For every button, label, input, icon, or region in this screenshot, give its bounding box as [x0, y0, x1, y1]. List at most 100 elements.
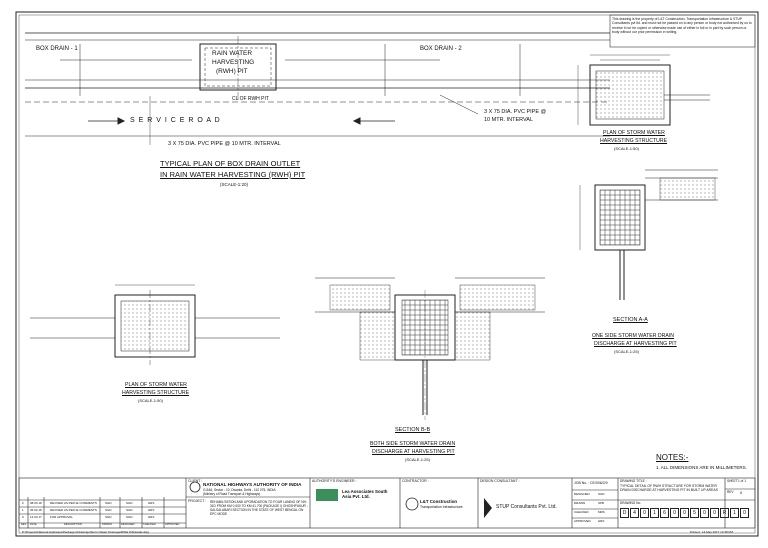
left-plan-scale: (SCALE-1:50): [138, 398, 163, 403]
section-aa-caption-2: DISCHARGE AT HARVESTING PIT: [594, 341, 677, 347]
pipe-note-right-2: 10 MTR. INTERVAL: [484, 117, 534, 123]
rev-row-date: 14.03.17: [30, 515, 42, 519]
top-plan-title-2: IN RAIN WATER HARVESTING (RWH) PIT: [160, 170, 306, 179]
footer-date: Printed : 14 May 2017 12:38 PM: [690, 530, 734, 534]
rev-row-app: HRS: [148, 501, 155, 505]
sign-designed-name: SGD: [598, 492, 605, 496]
section-bb-drawing: [315, 277, 545, 420]
contractor-name: L&T Construction: [420, 499, 458, 504]
rev-header: DRAWN: [102, 523, 112, 526]
drg-no-box: 0: [670, 508, 679, 518]
section-bb-caption-1: BOTH SIDE STORM WATER DRAIN: [370, 441, 456, 447]
right-plan-caption-1: PLAN OF STORM WATER: [603, 130, 665, 136]
drg-no-box: 0: [640, 508, 649, 518]
footer-path: P:\Projects\National Highways\Package I\…: [22, 530, 149, 534]
rev-row-desc: REVISED AS PER IE COMMENTS: [50, 508, 97, 512]
top-plan-title-1: TYPICAL PLAN OF BOX DRAIN OUTLET: [160, 159, 301, 168]
client-ministry: (Ministry of Road Transport & Highways): [203, 492, 261, 496]
rev-row-by: SGD: [105, 515, 112, 519]
left-plan-drawing: [30, 284, 280, 365]
rev-label: REV: [727, 490, 734, 494]
rev-header: DESCRIPTION: [64, 523, 82, 526]
job-no-label: JOB No. :: [574, 481, 590, 485]
notes-item: 1. ALL DIMENSIONS ARE IN MILLIMETERS.: [656, 465, 747, 470]
rwh-pit-label-1: RAIN WATER: [212, 50, 253, 57]
drg-no-box: 0: [700, 508, 709, 518]
section-bb-title: SECTION B-B: [395, 427, 431, 433]
notes-heading: NOTES:-: [656, 453, 689, 462]
stup-logo-icon: [484, 498, 492, 518]
drg-no-box: 5: [690, 508, 699, 518]
design-consultant-label: DESIGN CONSULTANT :: [480, 479, 520, 483]
rwh-pit-label-3: (RWH) PIT: [216, 68, 248, 75]
rev-row-by: SGD: [105, 508, 112, 512]
rev-row-app: HRS: [148, 515, 155, 519]
top-plan-scale: (SCALE-1:20): [220, 182, 249, 187]
rwh-pit-cl-label: CL OF RWH PIT: [232, 96, 269, 102]
drawing-number-boxes: D 4 0 1 6 0 0 5 0 0 R 1 0: [620, 508, 749, 518]
rev-row-rev: 2: [22, 501, 24, 505]
client-label: CLIENT :: [188, 479, 203, 483]
client-name: NATIONAL HIGHWAYS AUTHORITY OF INDIA: [203, 482, 302, 487]
rev-row-app: HRS: [148, 508, 155, 512]
rev-row-date: 08.03.18: [30, 501, 42, 505]
drg-no-box: 6: [660, 508, 669, 518]
authority-engineer-label: AUTHORITY'S ENGINEER :: [312, 479, 357, 483]
section-bb-scale: (SCALE-1:25): [405, 457, 430, 462]
lea-logo-icon: [316, 489, 338, 501]
drg-no-box: 4: [630, 508, 639, 518]
rev-header: CHECKED: [143, 523, 156, 526]
drawing-title-label: DRAWING TITLE :: [620, 479, 647, 483]
rev-header: DESIGNED: [121, 523, 135, 526]
copyright-box: [609, 14, 756, 48]
job-no-value: CE/006/2/9: [590, 481, 608, 485]
rev-row-date: 05.02.18: [30, 508, 42, 512]
section-aa-caption-1: ONE SIDE STORM WATER DRAIN: [592, 333, 675, 339]
rev-header: DATE: [30, 523, 37, 526]
right-plan-drawing: [577, 54, 710, 126]
box-drain-1-label: BOX DRAIN - 1: [36, 46, 78, 52]
rev-value: 0: [740, 490, 743, 495]
copyright-note: This drawing is the property of L&T Cons…: [612, 17, 752, 34]
nhai-logo-icon: [189, 481, 201, 493]
section-bb-caption-2: DISCHARGE AT HARVESTING PIT: [372, 449, 455, 455]
left-plan-caption-1: PLAN OF STORM WATER: [125, 382, 187, 388]
rev-row-chk: SGD: [126, 501, 133, 505]
drg-no-box: 0: [680, 508, 689, 518]
left-plan-caption-2: HARVESTING STRUCTURE: [122, 390, 190, 396]
service-road-label: S E R V I C E R O A D: [130, 117, 221, 124]
drawing-title: TYPICAL DETAIL OF RWH STRUCTURE FOR STOR…: [620, 484, 718, 493]
right-plan-scale: (SCALE-1:50): [614, 146, 639, 151]
project-text: REHABILITATION AND UPGRADATION TO FOUR L…: [210, 500, 308, 516]
contractor-label: CONTRACTOR :: [402, 479, 429, 483]
sign-approved: APPROVED: [574, 519, 591, 523]
rev-header-row: REV DATE DESCRIPTION DRAWN DESIGNED CHEC…: [19, 523, 186, 528]
rev-header: REV: [21, 523, 27, 526]
drg-no-box: 0: [710, 508, 719, 518]
sheet-value: 1 of 1: [738, 479, 746, 483]
rev-row-rev: 1: [22, 508, 24, 512]
sign-drawn: DRAWN: [574, 501, 586, 505]
right-plan-caption-2: HARVESTING STRUCTURE: [600, 138, 668, 144]
authority-engineer-name: Lea Associates South Asia Pvt. Ltd.: [342, 489, 388, 500]
drg-no-box: 1: [730, 508, 739, 518]
sign-drawn-name: SPB: [598, 501, 605, 505]
section-aa-title: SECTION A-A: [613, 317, 648, 323]
sheet-border: [15, 11, 759, 537]
drg-no-box: 0: [740, 508, 749, 518]
rwh-pit-label-2: HARVESTING: [212, 59, 255, 66]
top-plan-drawing: [25, 32, 610, 145]
pipe-note-right-1: 3 X 75 DIA. PVC PIPE @: [484, 109, 547, 115]
rev-row-by: SGD: [105, 501, 112, 505]
contractor-sub: Transportation Infrastructure: [420, 505, 463, 509]
sign-approved-name: HRS: [598, 519, 605, 523]
sign-designed: DESIGNED: [574, 492, 590, 496]
rev-row-rev: 0: [22, 515, 24, 519]
rev-row-chk: SGD: [126, 508, 133, 512]
sheet-label: SHEET: [727, 479, 738, 483]
rev-row-chk: SGD: [126, 515, 133, 519]
drg-no-box: D: [620, 508, 629, 518]
section-aa-scale: (SCALE-1:25): [614, 349, 639, 354]
